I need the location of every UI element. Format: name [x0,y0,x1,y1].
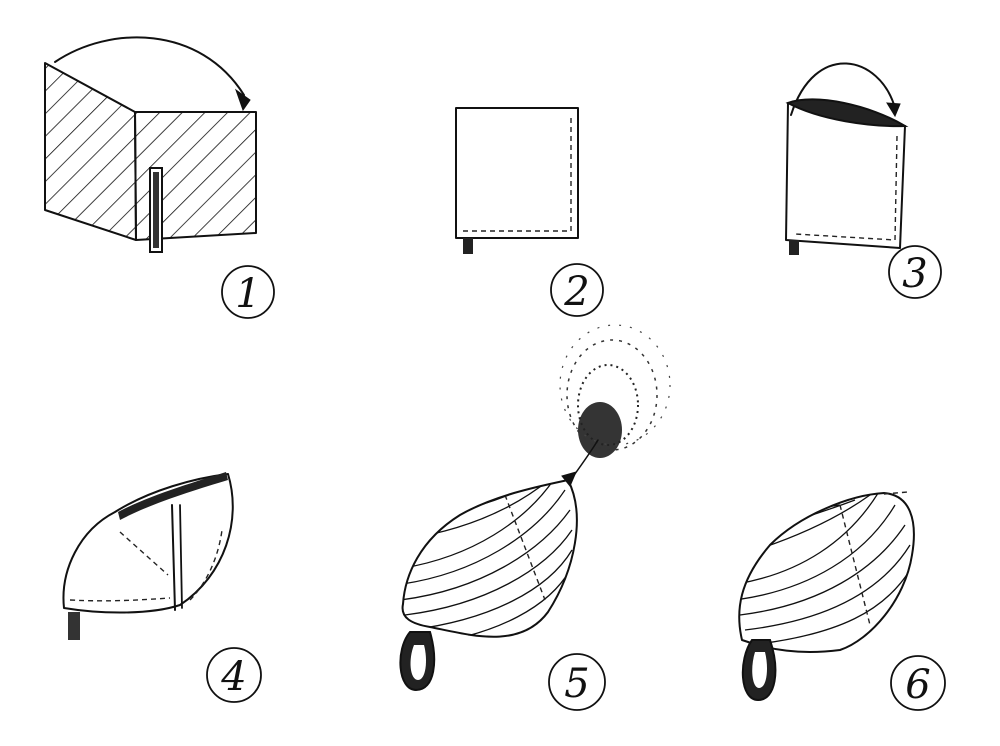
step-2-number: 2 [563,269,589,315]
step-3-illustration [785,62,909,255]
step-4-number: 4 [220,654,246,700]
step-5-illustration [399,324,671,692]
step-1-badge: 1 [221,265,275,319]
step-6-number: 6 [905,662,930,708]
fold-arrow-icon [790,62,896,116]
step-1-number: 1 [235,271,260,317]
step-1-illustration [44,36,257,253]
step-4-badge: 4 [206,647,262,703]
step-6-badge: 6 [890,655,946,711]
step-6-illustration [738,491,915,702]
arrowhead-icon [886,102,901,118]
spray-cloud-icon [559,324,671,479]
fold-arrow-icon [54,36,245,96]
arrowhead-icon [235,88,251,112]
step-2-illustration [455,107,579,254]
step-3-badge: 3 [888,245,942,299]
step-2-badge: 2 [550,263,604,317]
step-4-illustration [62,472,234,640]
step-5-number: 5 [564,661,589,707]
step-5-badge: 5 [548,653,606,711]
step-3-number: 3 [902,251,927,297]
